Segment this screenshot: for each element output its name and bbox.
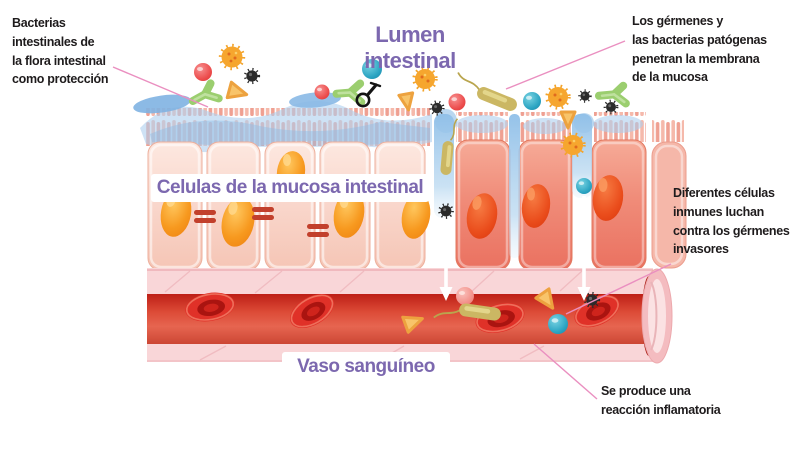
yellow-triangle-particle-icon — [559, 110, 577, 130]
olive-flagellated-bacterium-icon — [440, 118, 459, 175]
red-sphere-microbe-icon — [448, 93, 466, 111]
pink-sphere-cell-icon — [456, 287, 474, 305]
red-sphere-microbe-icon — [314, 84, 330, 100]
black-spiky-microbe-icon — [438, 203, 454, 219]
leader-pathogens — [505, 40, 626, 90]
penetrating-microbes — [438, 118, 592, 219]
yellow-triangle-particle-icon — [534, 287, 555, 310]
yellow-triangle-particle-icon — [225, 80, 249, 100]
label-flora-protection: Bacterias intestinales de la flora intes… — [12, 16, 109, 87]
label-immune-cells: Diferentes células inmunes luchan contra… — [673, 186, 790, 257]
label-pathogens-penetrate: Los gérmenes y las bacterias patógenas p… — [632, 14, 767, 85]
green-branched-bacterium-icon — [332, 79, 366, 107]
green-branched-bacterium-icon — [188, 79, 223, 106]
leader-immune — [565, 263, 672, 315]
epithelial-cell — [147, 141, 203, 271]
inflamed-cell — [455, 139, 511, 271]
red-blood-cell-icon — [290, 293, 334, 329]
teal-sphere-cell-icon — [523, 92, 541, 110]
epithelium-edge-cell — [651, 141, 687, 269]
orange-spiky-microbe-icon — [412, 66, 438, 92]
tight-junctions — [194, 207, 329, 237]
cell-nucleus — [401, 193, 431, 239]
teal-sphere-cell-icon — [362, 59, 382, 79]
red-blood-cell-icon — [185, 292, 235, 322]
orange-spiky-microbe-icon — [218, 43, 246, 71]
black-spiky-microbe-icon — [603, 99, 619, 115]
vessel-wall-top — [147, 268, 653, 295]
label-blood-vessel: Vaso sanguíneo — [282, 352, 450, 382]
yellow-triangle-particle-icon — [401, 315, 424, 334]
orange-spiky-microbe-icon — [560, 132, 586, 158]
white-down-arrow-icon — [577, 196, 591, 301]
black-spiky-microbe-icon — [578, 89, 592, 103]
epithelial-cell — [264, 141, 316, 271]
label-mucosa-cells: Celulas de la mucosa intestinal — [151, 174, 429, 202]
green-branched-bacterium-icon — [594, 81, 630, 108]
lumen-microbes — [188, 43, 630, 130]
leader-inflammation — [533, 343, 598, 400]
inflamed-mucosa-cells — [434, 114, 687, 271]
leader-lines — [112, 40, 672, 400]
vessel-open-end — [641, 268, 673, 364]
epithelial-cell — [319, 141, 371, 271]
leader-flora — [112, 66, 209, 108]
label-inflammatory-reaction: Se produce una reacción inflamatoria — [601, 384, 721, 417]
epithelial-cell — [374, 141, 431, 271]
lumen-title: Lumen intestinal — [364, 22, 456, 73]
healthy-mucosa-cells — [147, 141, 431, 271]
inflamed-cell — [591, 139, 647, 271]
magnifier-icon — [355, 81, 382, 108]
red-sphere-microbe-icon — [194, 63, 212, 81]
blood-vessel — [147, 268, 673, 364]
teal-sphere-cell-icon — [548, 314, 568, 334]
epithelial-cell — [206, 141, 261, 271]
yellow-triangle-particle-icon — [397, 91, 415, 112]
inflamed-cell — [518, 139, 573, 271]
teal-sphere-cell-icon — [576, 178, 592, 194]
white-down-arrow-icon — [439, 214, 453, 301]
olive-flagellated-bacterium-icon — [433, 303, 501, 321]
olive-flagellated-bacterium-icon — [457, 72, 517, 111]
orange-spiky-microbe-icon — [545, 84, 571, 110]
black-spiky-microbe-icon — [243, 67, 261, 85]
black-spiky-microbe-icon — [429, 100, 445, 116]
